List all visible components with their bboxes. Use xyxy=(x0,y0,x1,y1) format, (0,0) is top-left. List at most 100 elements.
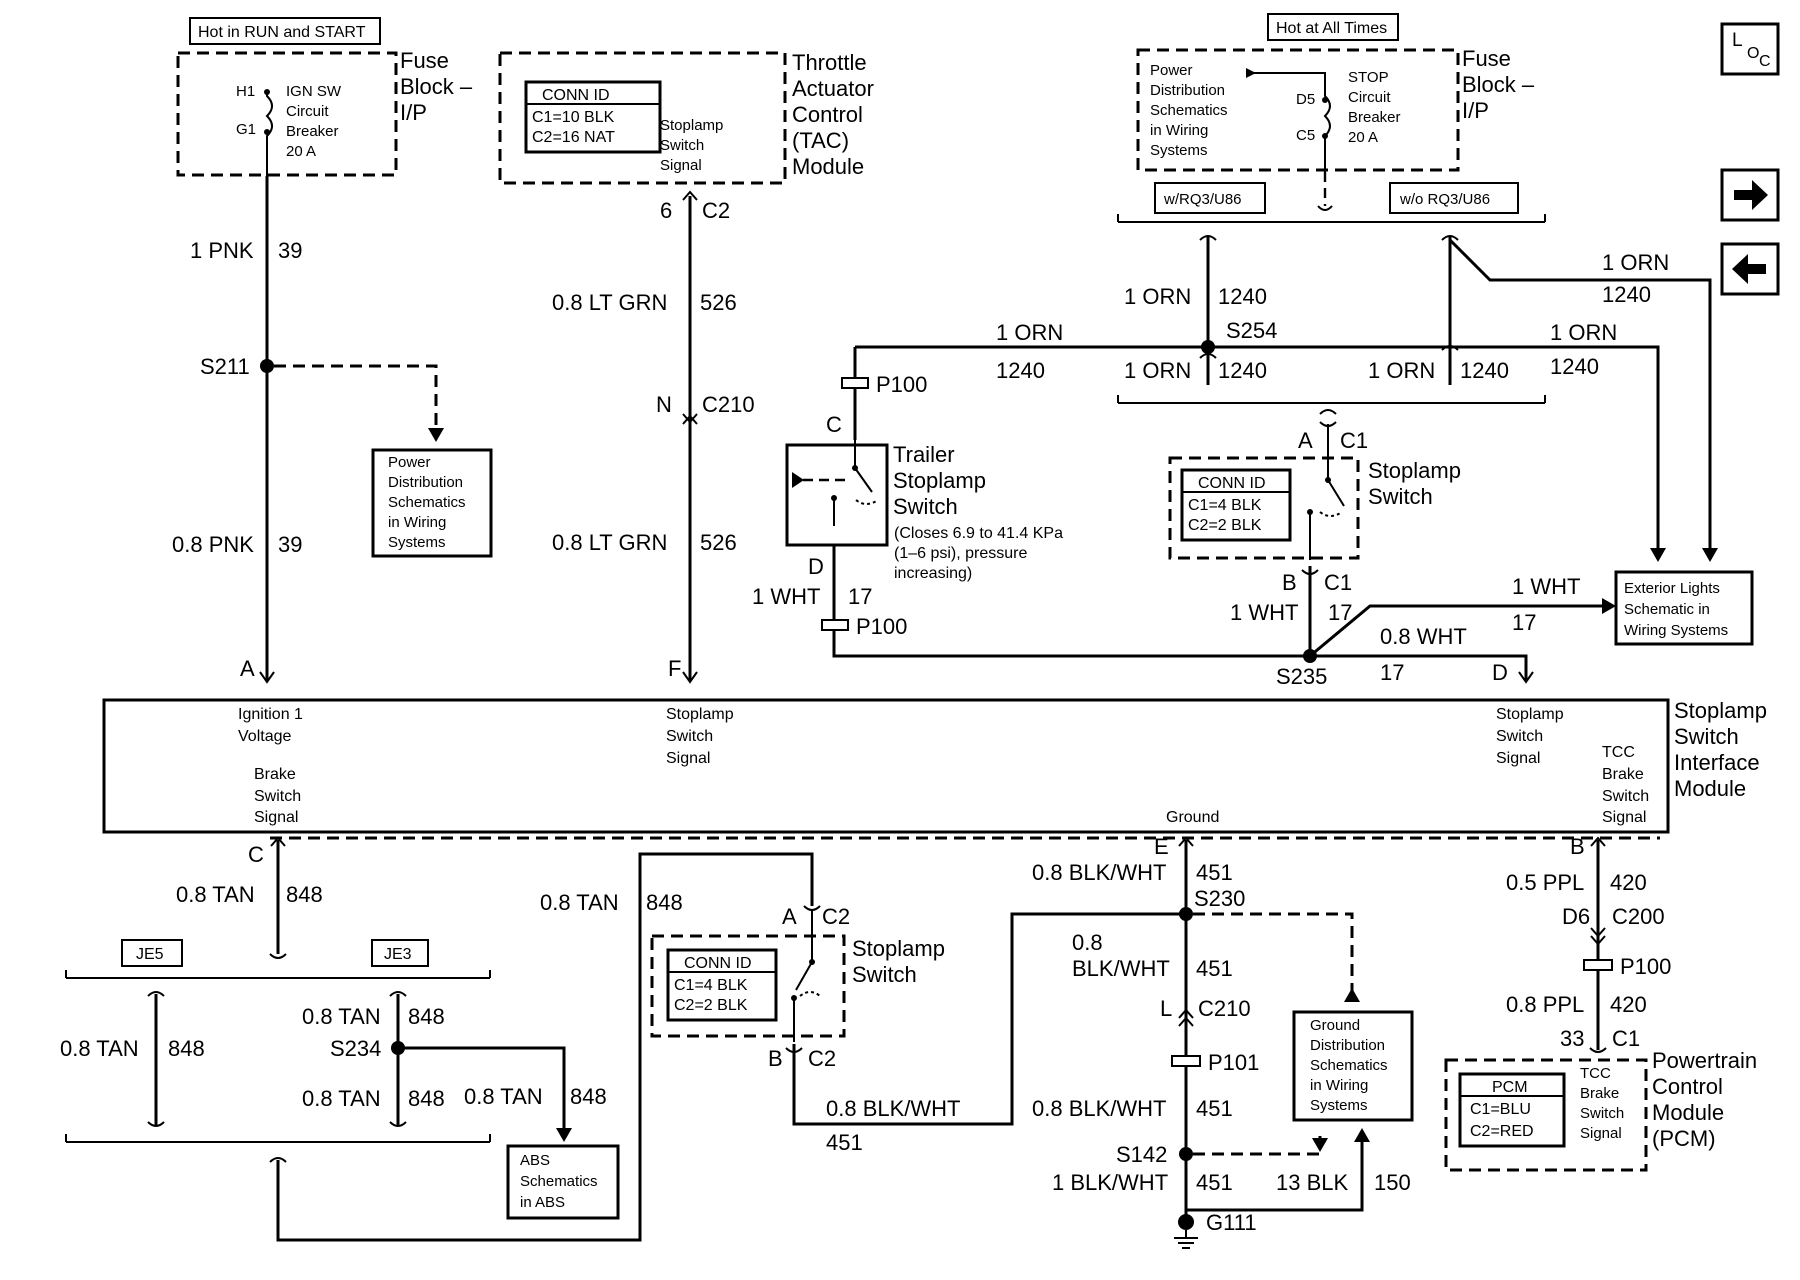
svg-text:Switch: Switch xyxy=(893,494,958,519)
connector-p100-a: P100 xyxy=(876,372,927,397)
splice-s142 xyxy=(1179,1147,1193,1161)
svg-text:TCC: TCC xyxy=(1580,1065,1611,1082)
wire-08tan-848e: 0.8 TAN xyxy=(464,1084,543,1109)
svg-text:C1=4 BLK: C1=4 BLK xyxy=(674,977,748,994)
svg-text:Systems: Systems xyxy=(388,534,446,551)
svg-text:Distribution: Distribution xyxy=(1150,82,1225,99)
svg-text:B: B xyxy=(1282,570,1297,595)
svg-text:1240: 1240 xyxy=(1550,354,1599,379)
svg-text:Brake: Brake xyxy=(1602,766,1644,783)
svg-text:1240: 1240 xyxy=(1218,284,1267,309)
svg-text:in Wiring: in Wiring xyxy=(1150,122,1208,139)
svg-text:C1: C1 xyxy=(1612,1026,1640,1051)
svg-text:E: E xyxy=(1154,834,1169,859)
splice-s211-label: S211 xyxy=(200,354,250,379)
svg-text:N: N xyxy=(656,392,672,417)
svg-text:Brake: Brake xyxy=(254,766,296,783)
svg-text:Powertrain: Powertrain xyxy=(1652,1048,1757,1073)
trailer-stoplamp-switch: Trailer Stoplamp Switch (Closes 6.9 to 4… xyxy=(785,438,1063,582)
svg-text:Switch: Switch xyxy=(254,788,301,805)
wire-orn-1240e: 1 ORN xyxy=(1550,320,1617,345)
svg-text:Block –: Block – xyxy=(400,74,473,99)
fuse-block-title-1: Fuse xyxy=(400,48,449,73)
svg-text:Signal: Signal xyxy=(1602,809,1646,826)
svg-text:Stoplamp: Stoplamp xyxy=(666,706,734,723)
ground-distribution-ref[interactable]: Ground Distribution Schematics in Wiring… xyxy=(1292,1010,1414,1122)
svg-text:(PCM): (PCM) xyxy=(1652,1126,1716,1151)
svg-text:451: 451 xyxy=(826,1130,863,1155)
tac-module: CONN ID C1=10 BLK C2=16 NAT Stoplamp Swi… xyxy=(498,50,874,223)
svg-text:Distribution: Distribution xyxy=(1310,1037,1385,1054)
svg-text:(Closes 6.9 to 41.4 KPa: (Closes 6.9 to 41.4 KPa xyxy=(894,525,1063,542)
power-distribution-ref-1[interactable]: Power Distribution Schematics in Wiring … xyxy=(371,448,493,558)
prev-page-button[interactable] xyxy=(1720,242,1780,296)
svg-text:Ignition 1: Ignition 1 xyxy=(238,706,303,723)
svg-text:Signal: Signal xyxy=(1580,1125,1622,1142)
svg-text:IGN SW: IGN SW xyxy=(286,83,342,100)
tac-conn-id: CONN ID xyxy=(542,87,610,104)
svg-text:C2: C2 xyxy=(822,904,850,929)
svg-text:Exterior Lights: Exterior Lights xyxy=(1624,580,1720,597)
arrow-left-icon xyxy=(1732,254,1766,284)
svg-text:Switch: Switch xyxy=(852,962,917,987)
svg-text:Schematic in: Schematic in xyxy=(1624,601,1710,618)
svg-text:20 A: 20 A xyxy=(286,143,316,160)
svg-text:Module: Module xyxy=(1652,1100,1724,1125)
svg-text:848: 848 xyxy=(408,1086,445,1111)
svg-text:Switch: Switch xyxy=(1496,728,1543,745)
exterior-lights-ref[interactable]: Exterior Lights Schematic in Wiring Syst… xyxy=(1614,570,1754,646)
svg-text:C: C xyxy=(826,412,842,437)
svg-text:C: C xyxy=(1759,53,1771,70)
connector-c210-b: C210 xyxy=(1198,996,1251,1021)
svg-text:CONN ID: CONN ID xyxy=(1198,475,1266,492)
svg-text:L: L xyxy=(1160,996,1172,1021)
svg-text:C: C xyxy=(248,842,264,867)
svg-text:451: 451 xyxy=(1196,956,1233,981)
svg-text:Signal: Signal xyxy=(666,750,710,767)
splice-s230-label: S230 xyxy=(1194,886,1245,911)
svg-text:Power: Power xyxy=(388,454,431,471)
svg-text:Power: Power xyxy=(1150,62,1193,79)
loc-button[interactable]: L O C xyxy=(1720,22,1780,76)
wire-08wht-17d: 0.8 WHT xyxy=(1380,624,1467,649)
svg-text:A: A xyxy=(782,904,797,929)
svg-text:C1: C1 xyxy=(1340,428,1368,453)
svg-text:33: 33 xyxy=(1560,1026,1584,1051)
module-pin-d: D xyxy=(1492,660,1508,685)
svg-text:C2=RED: C2=RED xyxy=(1470,1123,1534,1140)
svg-text:C5: C5 xyxy=(1296,127,1315,144)
wire-orn-1240a: 1 ORN xyxy=(1124,284,1191,309)
svg-text:Throttle: Throttle xyxy=(792,50,867,75)
svg-text:I/P: I/P xyxy=(400,100,427,125)
svg-text:1240: 1240 xyxy=(996,358,1045,383)
svg-text:Circuit: Circuit xyxy=(286,103,329,120)
wire-08tan-848b: 0.8 TAN xyxy=(60,1036,139,1061)
svg-text:Control: Control xyxy=(792,102,863,127)
svg-text:0.8: 0.8 xyxy=(1072,930,1103,955)
svg-text:Switch: Switch xyxy=(1674,724,1739,749)
svg-text:Signal: Signal xyxy=(254,809,298,826)
svg-text:Actuator: Actuator xyxy=(792,76,874,101)
svg-text:Switch: Switch xyxy=(660,137,704,154)
stoplamp-switch-bottom: CONN ID C1=4 BLK C2=2 BLK Stoplamp Switc… xyxy=(650,910,945,1042)
svg-text:1240: 1240 xyxy=(1460,358,1509,383)
abs-schematics-ref[interactable]: ABS Schematics in ABS xyxy=(506,1144,620,1220)
wire-13blk-150: 13 BLK xyxy=(1276,1170,1348,1195)
wire-1pnk: 1 PNK xyxy=(190,238,254,263)
svg-text:I/P: I/P xyxy=(1462,98,1489,123)
module-pin-f: F xyxy=(668,656,681,681)
svg-text:451: 451 xyxy=(1196,1096,1233,1121)
svg-text:ABS: ABS xyxy=(520,1152,550,1169)
svg-text:Signal: Signal xyxy=(1496,750,1540,767)
wire-1blkwht-451d: 1 BLK/WHT xyxy=(1052,1170,1168,1195)
option-with-rq3: w/RQ3/U86 xyxy=(1163,191,1242,208)
svg-text:C1=BLU: C1=BLU xyxy=(1470,1101,1531,1118)
next-page-button[interactable] xyxy=(1720,168,1780,222)
svg-text:848: 848 xyxy=(570,1084,607,1109)
svg-text:BLK/WHT: BLK/WHT xyxy=(1072,956,1170,981)
svg-text:848: 848 xyxy=(408,1004,445,1029)
module-pin-a: A xyxy=(240,656,255,681)
inline-connector-p100b xyxy=(821,619,849,631)
svg-text:1240: 1240 xyxy=(1602,282,1651,307)
